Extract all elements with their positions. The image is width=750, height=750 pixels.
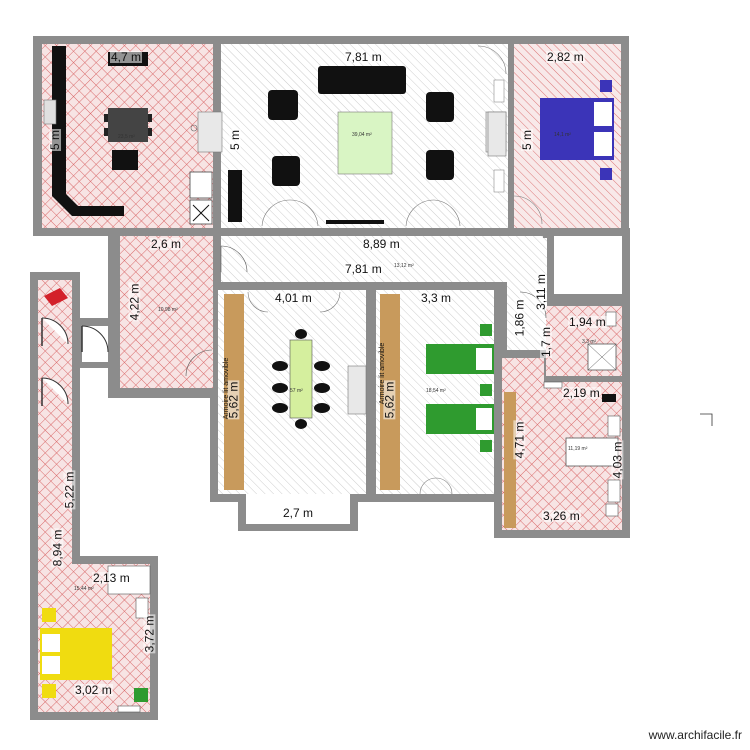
dim-toilet-height: 1,7 m [539, 325, 554, 359]
dim-kitchen-width: 4,7 m [110, 50, 143, 64]
right-closet-floor [554, 236, 622, 294]
dim-dining-width: 4,01 m [274, 291, 313, 305]
detached-marker [700, 413, 713, 426]
dim-office-height: 4,22 m [127, 282, 142, 322]
dim-office-width: 2,6 m [150, 237, 183, 251]
dim-bed3-height: 3,72 m [142, 614, 157, 654]
watermark: www.archifacile.fr [648, 728, 742, 742]
bathroom-wardrobe [504, 392, 516, 528]
kitchen-appliances [189, 124, 213, 225]
dining-table [289, 339, 313, 419]
dim-bath-left: 4,71 m [512, 420, 527, 460]
dim-passage-height: 1,86 m [512, 298, 527, 338]
area-toilet: 3,3 m² [582, 339, 597, 345]
bedroom1-bed [487, 80, 614, 225]
area-living: 39,04 m² [352, 132, 372, 138]
bedroom2-wardrobe-text: Armoire lit amovible [379, 342, 387, 405]
area-bedroom1: 14,1 m² [554, 132, 571, 138]
area-kitchen: 23,5 m² [118, 134, 135, 140]
dim-bath-top: 2,19 m [562, 386, 601, 400]
room-fills [38, 44, 622, 712]
dim-bay-width: 2,7 m [282, 506, 315, 520]
area-bedroom2: 18,54 m² [426, 388, 446, 394]
dim-bedroom1-width: 2,82 m [546, 50, 585, 64]
area-dining: 57 m² [290, 388, 303, 394]
dim-corridor-w-height: 5,22 m [62, 470, 77, 510]
dim-bedroom2-width: 3,3 m [420, 291, 453, 305]
dim-hall-inner-width: 7,81 m [344, 262, 383, 276]
area-bathroom: 11,19 m² [568, 446, 588, 452]
door-arcs [41, 245, 547, 406]
dim-bath-bottom: 3,26 m [542, 509, 581, 523]
dim-bed3-width: 3,02 m [74, 683, 113, 697]
dim-bath-height: 4,03 m [610, 440, 625, 480]
dining-wardrobe-text: Armoire lit amovible [223, 357, 231, 420]
area-office: 10,98 m² [158, 307, 178, 313]
dim-living-height: 5 m [228, 128, 243, 152]
dim-toilet-width: 1,94 m [568, 315, 607, 329]
dim-living-width: 7,81 m [344, 50, 383, 64]
area-hall: 13,12 m² [394, 263, 414, 269]
left-wing-furniture [40, 288, 151, 713]
dim-bedroom1-height: 5 m [520, 128, 535, 152]
dim-corridor-height: 3,11 m [533, 273, 548, 311]
dim-ensuite-width: 2,13 m [92, 571, 131, 585]
area-bedroom3: 15,44 m² [74, 586, 94, 592]
dim-kitchen-height: 5 m [48, 128, 63, 152]
living-rug [337, 111, 393, 175]
kitchen-table [104, 108, 152, 170]
dim-wing-height: 8,94 m [50, 528, 65, 568]
dim-hall-width: 8,89 m [362, 237, 401, 251]
